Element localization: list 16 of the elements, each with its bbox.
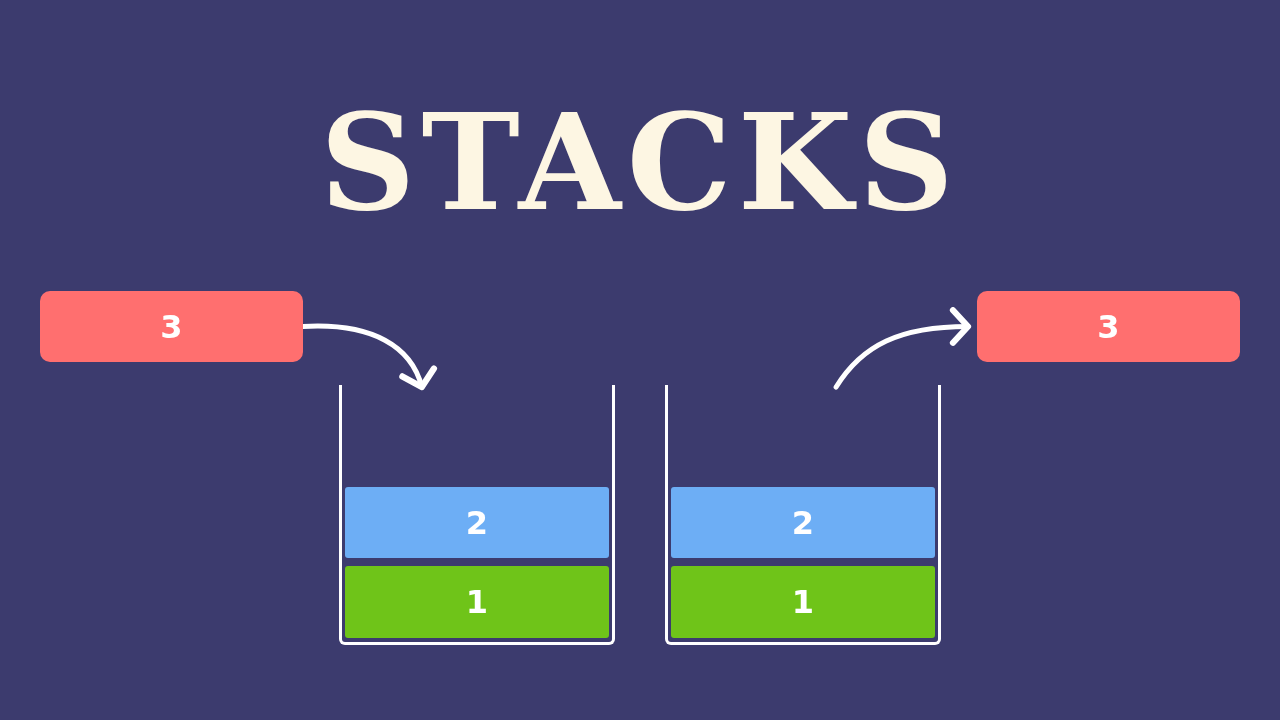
item-value: 1 <box>791 583 815 621</box>
element-box <box>40 291 303 362</box>
item-value: 3 <box>1097 307 1120 346</box>
item-value: 2 <box>465 503 489 542</box>
stack-container <box>665 385 941 645</box>
item-value: 1 <box>465 583 489 621</box>
stack-item <box>671 566 935 638</box>
title: STACKS <box>320 88 960 238</box>
stack-item <box>345 487 609 558</box>
stack-item <box>345 566 609 638</box>
item-value: 2 <box>791 503 815 542</box>
stack-item <box>671 487 935 558</box>
item-value: 3 <box>160 307 183 346</box>
stack-container <box>339 385 615 645</box>
element-box <box>977 291 1240 362</box>
curved-arrow <box>833 307 972 390</box>
